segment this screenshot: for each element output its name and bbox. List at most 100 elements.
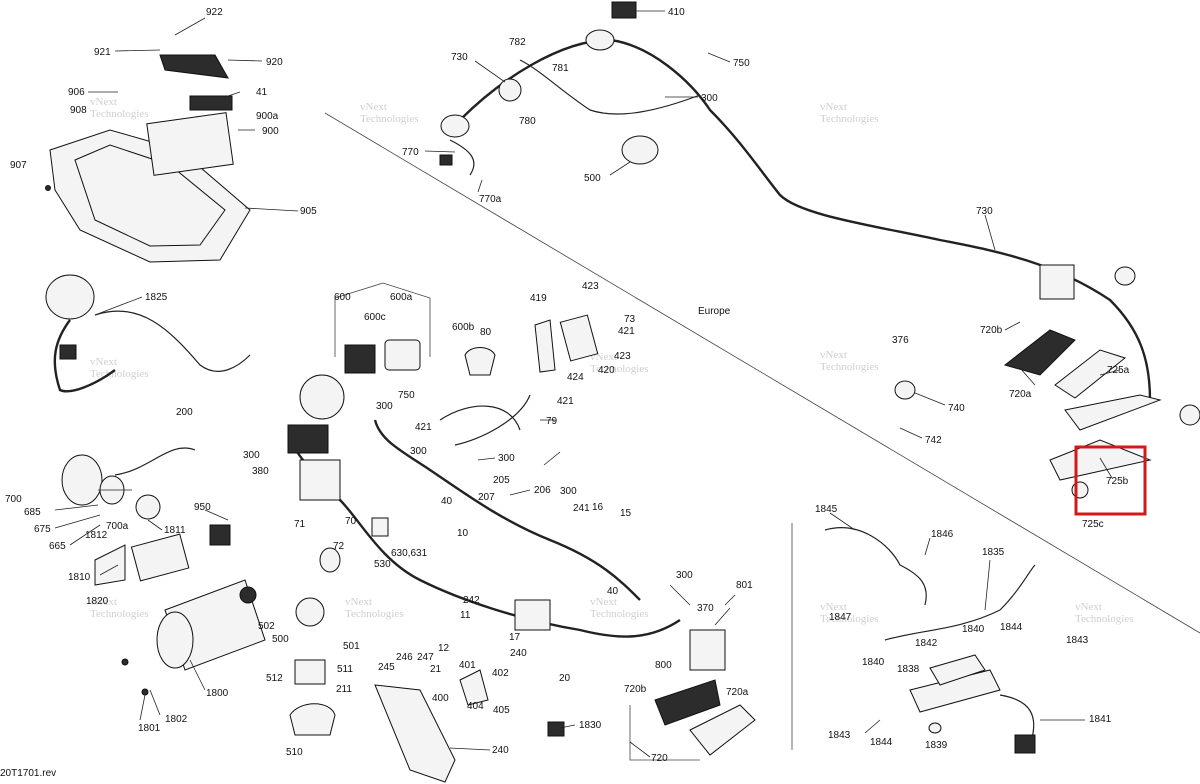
callout-1843-b: 1843 [828,730,851,741]
callout-720a-lower: 720a [726,687,749,698]
callout-423-a: 423 [582,281,599,292]
callout-730-right: 730 [976,206,993,217]
callout-15: 15 [620,508,632,519]
callout-21: 21 [430,664,442,675]
headlight-assembly [61,447,231,586]
callout-211: 211 [336,684,352,695]
callout-922: 922 [206,7,223,18]
callout-376: 376 [892,335,909,346]
callout-200: 200 [176,407,193,418]
callout-40-b: 40 [607,586,619,597]
callout-421-a: 421 [618,326,635,337]
callout-725c: 725c [1082,519,1104,530]
callout-630-631: 630,631 [391,548,428,559]
callout-206: 206 [534,485,551,496]
callout-720b: 720b [980,325,1003,336]
callout-782: 782 [509,37,526,48]
callout-16: 16 [592,502,604,513]
callout-1844-a: 1844 [1000,622,1023,633]
callout-906: 906 [68,87,85,98]
callout-73: 73 [624,314,636,325]
callout-900: 900 [262,126,279,137]
callout-675: 675 [34,524,51,535]
callout-70: 70 [345,516,357,527]
callout-300-m6: 300 [676,570,693,581]
main-harness-top [439,1,1152,401]
central-harness [287,374,681,638]
callout-300-m4: 300 [243,450,260,461]
callout-300-m1: 300 [376,401,393,412]
callout-600a: 600a [390,292,413,303]
svg-text:Technologies: Technologies [360,113,419,125]
accessory-harness-right [824,527,1036,754]
callout-1820: 1820 [86,596,109,607]
callout-725b: 725b [1106,476,1129,487]
callout-420: 420 [598,365,615,376]
watermarks: vNext Technologies vNext Technologies vN… [90,96,1134,625]
svg-text:vNext: vNext [820,349,847,361]
svg-text:Technologies: Technologies [820,361,879,373]
callout-501: 501 [343,641,360,652]
callout-1839: 1839 [925,740,948,751]
callout-750-top: 750 [733,58,750,69]
callout-11: 11 [460,610,471,621]
callout-801: 801 [736,580,753,591]
battery-tray-assembly [45,54,251,263]
callout-950: 950 [194,502,211,513]
callout-665: 665 [49,541,66,552]
callout-1847: 1847 [829,612,852,623]
svg-text:Technologies: Technologies [90,608,149,620]
callout-770: 770 [402,147,419,158]
svg-text:vNext: vNext [820,101,847,113]
callout-245: 245 [378,662,395,673]
callout-240-b: 240 [492,745,509,756]
callout-380: 380 [252,466,269,477]
callout-510: 510 [286,747,303,758]
callout-720: 720 [651,753,668,764]
callout-511: 511 [337,664,353,675]
callout-17: 17 [509,632,521,643]
leader-lines [54,10,1121,758]
callout-1810: 1810 [68,572,91,583]
callout-72: 72 [333,541,345,552]
callout-246: 246 [396,652,413,663]
svg-text:Technologies: Technologies [590,363,649,375]
callout-500-mid: 500 [272,634,289,645]
callout-1844-b: 1844 [870,737,893,748]
callout-207: 207 [478,492,495,503]
switch-panel [344,314,599,376]
callout-730-top: 730 [451,52,468,63]
callout-500-top: 500 [584,173,601,184]
svg-text:vNext: vNext [1075,601,1102,613]
callout-1825: 1825 [145,292,168,303]
callout-750-mid: 750 [398,390,415,401]
callout-720b-lower: 720b [624,684,647,695]
svg-text:vNext: vNext [820,601,847,613]
callout-424: 424 [567,372,584,383]
callout-370: 370 [697,603,714,614]
callout-400: 400 [432,693,449,704]
svg-text:vNext: vNext [590,596,617,608]
callout-1802: 1802 [165,714,188,725]
callout-421-c: 421 [415,422,432,433]
callout-240-a: 240 [510,648,527,659]
svg-text:Technologies: Technologies [820,113,879,125]
svg-text:Technologies: Technologies [1075,613,1134,625]
callout-401: 401 [459,660,476,671]
callout-402: 402 [492,668,509,679]
callout-1843-a: 1843 [1066,635,1089,646]
callout-410: 410 [668,7,685,18]
callout-1840-b: 1840 [862,657,885,668]
horn-assembly [45,274,251,393]
callout-10: 10 [457,528,469,539]
callout-512: 512 [266,673,283,684]
svg-text:Technologies: Technologies [345,608,404,620]
svg-text:vNext: vNext [90,96,117,108]
callout-1842: 1842 [915,638,938,649]
callout-419: 419 [530,293,547,304]
svg-text:Technologies: Technologies [590,608,649,620]
callout-423-b: 423 [614,351,631,362]
callout-300-m5: 300 [560,486,577,497]
callout-300-m3: 300 [498,453,515,464]
svg-text:Technologies: Technologies [90,368,149,380]
